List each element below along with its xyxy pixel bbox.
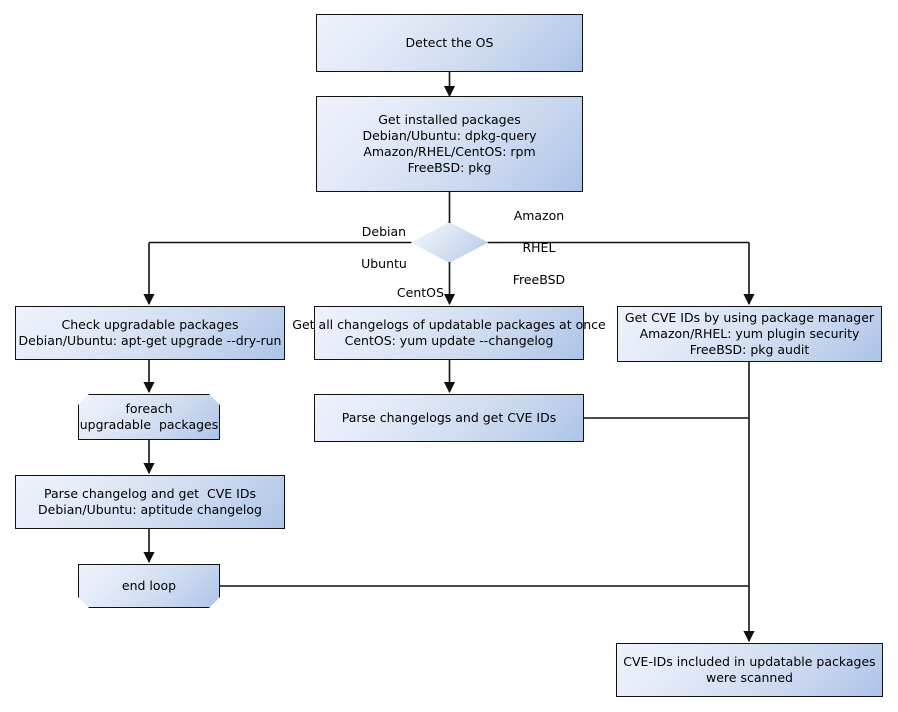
node-get-installed-packages-line-2: Debian/Ubuntu: dpkg-query <box>362 128 537 143</box>
node-get-all-changelogs-line-1: Get all changelogs of updatable packages… <box>292 317 606 332</box>
node-get-installed-packages-line-1: Get installed packages <box>378 112 521 127</box>
node-foreach-upgradable-packages-line-1: foreach <box>125 401 173 416</box>
node-get-installed-packages-line-3: Amazon/RHEL/CentOS: rpm <box>363 144 536 159</box>
edge-label-debian-ubuntu: Debian Ubuntu <box>340 208 412 288</box>
node-get-cve-ids-package-manager-line-2: Amazon/RHEL: yum plugin security <box>639 326 860 341</box>
node-parse-changelog-get-cve-ids[interactable]: Parse changelog and get CVE IDs Debian/U… <box>15 475 285 529</box>
node-check-upgradable-packages-line-1: Check upgradable packages <box>61 317 239 332</box>
loop-end-shape <box>78 564 220 608</box>
edge-label-debian-ubuntu-line-1: Debian <box>361 224 407 239</box>
node-get-cve-ids-package-manager-line-1: Get CVE IDs by using package manager <box>624 310 875 325</box>
node-foreach-upgradable-packages-line-2: upgradable packages <box>79 417 219 432</box>
node-scan-complete-line-2: were scanned <box>706 670 793 685</box>
node-get-cve-ids-package-manager[interactable]: Get CVE IDs by using package manager Ama… <box>617 306 882 362</box>
diamond-shape <box>411 222 488 263</box>
edge-label-amazon-rhel-freebsd-line-2: RHEL <box>522 240 556 255</box>
node-parse-changelogs-get-cve-ids[interactable]: Parse changelogs and get CVE IDs <box>314 394 584 442</box>
node-os-decision[interactable] <box>411 222 488 263</box>
node-get-installed-packages-line-4: FreeBSD: pkg <box>407 160 492 175</box>
node-parse-changelogs-get-cve-ids-label: Parse changelogs and get CVE IDs <box>341 410 557 425</box>
edge-label-centos: CentOS <box>381 269 444 317</box>
edge-label-amazon-rhel-freebsd: Amazon RHEL FreeBSD <box>491 192 571 304</box>
node-get-all-changelogs[interactable]: Get all changelogs of updatable packages… <box>292 306 606 360</box>
node-detect-os[interactable]: Detect the OS <box>316 14 583 72</box>
node-end-loop[interactable]: end loop <box>78 564 220 608</box>
node-foreach-upgradable-packages[interactable]: foreach upgradable packages <box>78 394 220 440</box>
edge-label-amazon-rhel-freebsd-line-3: FreeBSD <box>512 272 566 287</box>
node-check-upgradable-packages[interactable]: Check upgradable packages Debian/Ubuntu:… <box>15 306 285 360</box>
node-parse-changelog-get-cve-ids-line-2: Debian/Ubuntu: aptitude changelog <box>38 502 262 517</box>
edge-label-debian-ubuntu-line-2: Ubuntu <box>361 256 407 271</box>
node-end-loop-label: end loop <box>121 578 177 593</box>
node-check-upgradable-packages-line-2: Debian/Ubuntu: apt-get upgrade --dry-run <box>18 333 282 348</box>
node-get-all-changelogs-line-2: CentOS: yum update --changelog <box>344 333 554 348</box>
node-parse-changelog-get-cve-ids-line-1: Parse changelog and get CVE IDs <box>44 486 256 501</box>
node-scan-complete[interactable]: CVE-IDs included in updatable packages w… <box>616 643 883 697</box>
edge-label-amazon-rhel-freebsd-line-1: Amazon <box>513 208 565 223</box>
node-detect-os-label: Detect the OS <box>405 35 494 50</box>
loop-start-shape <box>78 394 220 440</box>
node-scan-complete-line-1: CVE-IDs included in updatable packages <box>623 654 876 669</box>
node-get-cve-ids-package-manager-line-3: FreeBSD: pkg audit <box>689 342 810 357</box>
edge-label-centos-line-1: CentOS <box>396 285 444 300</box>
node-get-installed-packages[interactable]: Get installed packages Debian/Ubuntu: dp… <box>316 96 583 192</box>
